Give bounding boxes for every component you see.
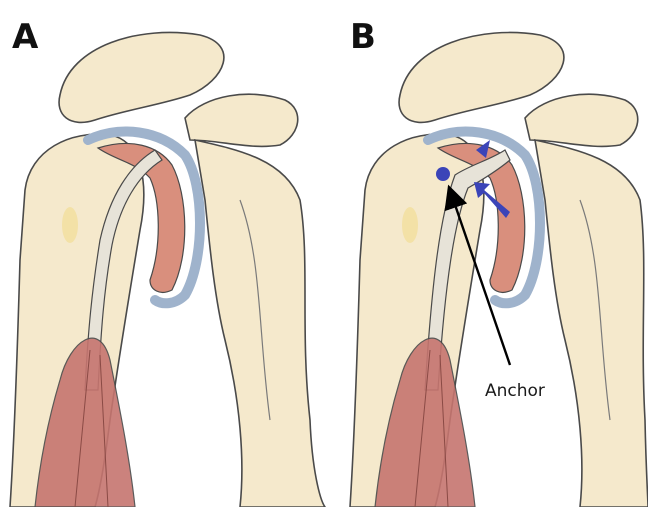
coracoid-b [525, 94, 638, 146]
scapula-a [195, 140, 325, 507]
anchor-dot-icon [436, 167, 450, 181]
panel-letter-a: A [12, 17, 39, 57]
coracoid-a [185, 94, 298, 146]
panel-b: Anchor B [350, 17, 648, 507]
anchor-label: Anchor [485, 381, 545, 401]
panel-letter-b: B [350, 17, 376, 57]
panel-a: A [10, 17, 325, 507]
scapula-b [535, 140, 648, 507]
